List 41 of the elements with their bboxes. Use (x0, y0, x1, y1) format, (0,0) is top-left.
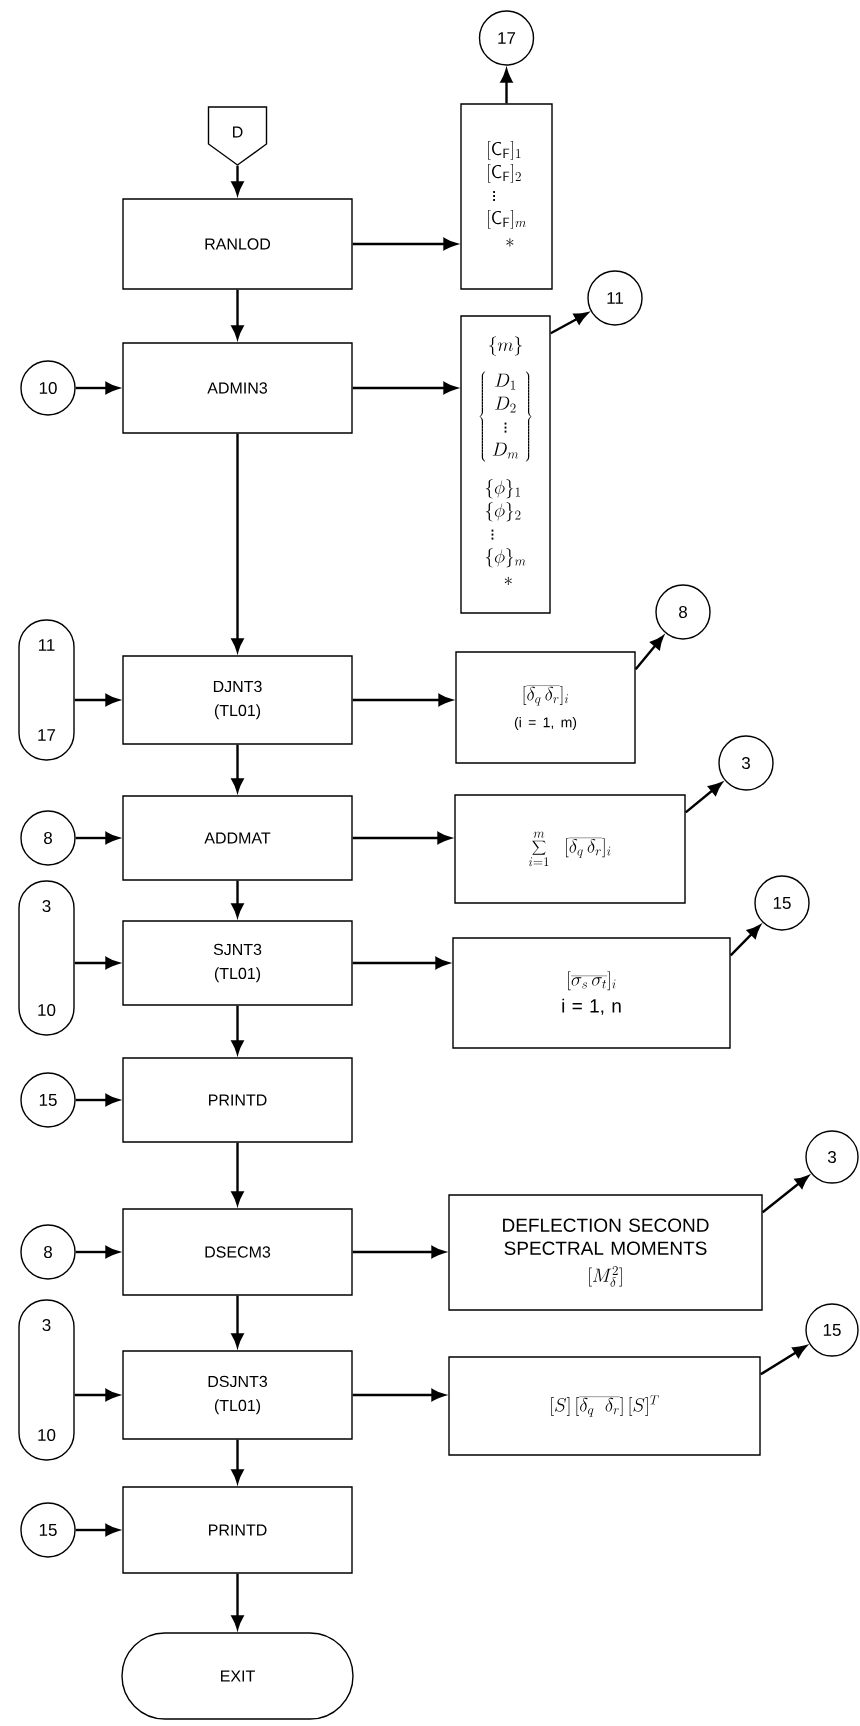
arrow (75, 832, 119, 845)
arrow (761, 1175, 809, 1214)
arrow (352, 238, 457, 250)
arrow (74, 1389, 119, 1401)
process-box: RANLOD (122, 198, 353, 290)
arrow (75, 1524, 119, 1536)
terminal-box: EXIT (121, 1632, 354, 1720)
arrow (74, 957, 119, 970)
data-box: $\begin{array}{l}\lbrack \mathsf{C}_{\mathsf{F}}\rbrack_1\\ \lbrack \mathsf{C}_{\mathsf{F}}\rbrack_2\\ \;\vdots\\ \lbrack \mathsf{C}_{\mathsf{F}}\rbrack_m\\ \quad\ast\end{array}$ (460, 103, 553, 290)
data-box: $\lbrack\overline{\delta_q\,\delta_r}\rbrack_i$ (i = 1, m) (455, 651, 636, 764)
process-box: DSECM3 (122, 1208, 353, 1296)
arrow (352, 382, 457, 394)
arrow (75, 1246, 119, 1258)
arrow (352, 1389, 445, 1401)
data-box: $\sum_{i=1}^{m}\;\lbrack\overline{\delta_q\,\delta_r}\rbrack_i$ (454, 794, 686, 904)
connector-capsule: 3 10 (18, 1299, 75, 1461)
arrow (352, 694, 452, 706)
arrow (352, 957, 449, 970)
arrow (729, 924, 761, 957)
offpage-connector: D (207, 106, 268, 166)
process-box: PRINTD (122, 1486, 353, 1574)
arrow (74, 694, 119, 706)
data-box: $\lbrack S\rbrack\,\lbrack\overline{\delta_q\;\;\delta_r}\rbrack\,\lbrack S\rbrack^{T}$ (448, 1356, 761, 1456)
arrow (75, 382, 119, 394)
process-box: DJNT3 (TL01) (122, 655, 353, 745)
data-box: DEFLECTION SECOND SPECTRAL MOMENTS $\lbrack M^{2}_{\delta}\rbrack$ (448, 1194, 763, 1311)
process-box: ADDMAT (122, 795, 353, 881)
process-box: PRINTD (122, 1057, 353, 1143)
process-box: SJNT3 (TL01) (122, 920, 353, 1006)
arrow (75, 1094, 119, 1106)
process-box: DSJNT3 (TL01) (122, 1350, 353, 1440)
connector-capsule: 3 10 (18, 880, 75, 1036)
process-box: ADMIN3 (122, 342, 353, 434)
arrow (352, 1246, 445, 1258)
data-box: $\lbrack\overline{\sigma_s\,\sigma_t}\rbrack_i$ i = 1, n (452, 937, 731, 1049)
arrow (684, 782, 723, 814)
arrow (760, 1345, 807, 1376)
arrow (634, 635, 664, 671)
arrow (352, 832, 451, 845)
connector-capsule: 11 17 (18, 619, 75, 761)
data-box: $\{m\}$ $\left\{\begin{array}{c}D_1\\ D_2\\ \vdots\\ D_m\end{array}\right\}$ $\begin{array}{l}\{\phi\}_1\\ \{\phi\}_2\\ \;\vdots\\ \{\phi\}_m\\ \quad\ast\end{array}$ (460, 315, 551, 614)
